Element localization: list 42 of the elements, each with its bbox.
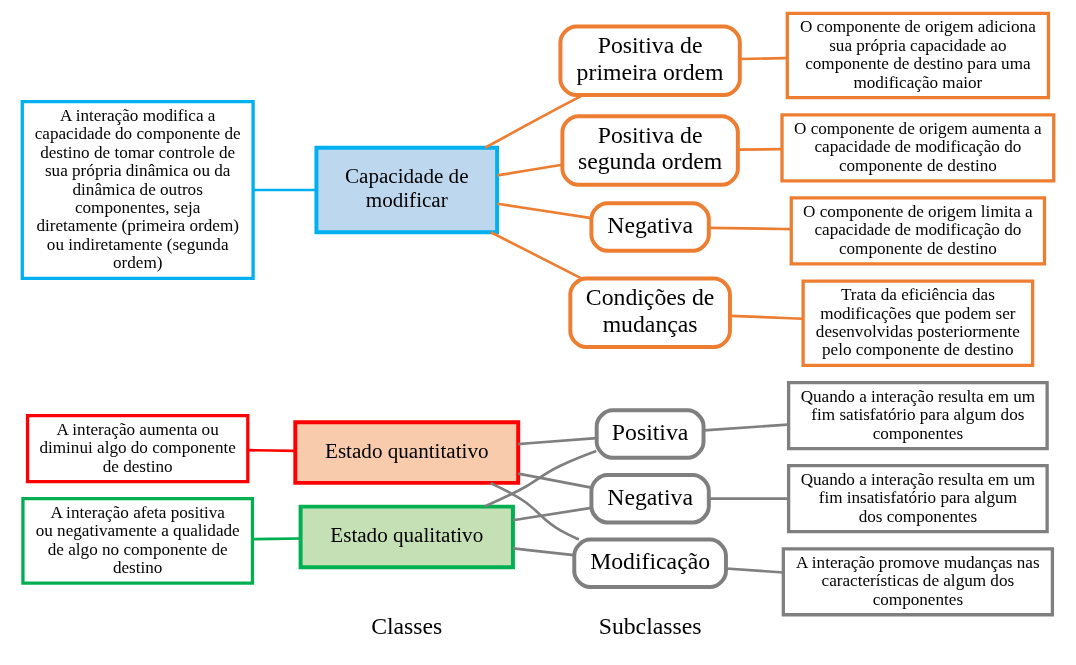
node-box: Modificação xyxy=(572,537,728,590)
node-box: Quando a interação resulta em um fim satisfatório para algum dos componentes xyxy=(786,380,1049,451)
connector xyxy=(497,163,563,177)
node-box: Positiva de primeira ordem xyxy=(558,24,742,98)
connector xyxy=(740,56,787,61)
node-box: Trata da eficiência das modificações que podem ser desenvolvidas posteriormente pelo componente de destino xyxy=(801,279,1035,368)
node-box: Negativa xyxy=(589,472,711,525)
connector xyxy=(517,472,592,489)
node-box: Estado quantitativo xyxy=(293,420,521,485)
node-box: Negativa xyxy=(589,201,711,253)
connector xyxy=(490,231,582,280)
node-box: Capacidade de modificar xyxy=(314,145,500,235)
connector xyxy=(708,226,792,231)
connector xyxy=(737,147,782,151)
connector xyxy=(497,202,592,220)
node-box: Condições de mudanças xyxy=(568,276,732,349)
connector xyxy=(252,537,301,541)
connector xyxy=(512,547,575,557)
node-box: O componente de origem limita a capacidade de modificação do componente de destino xyxy=(789,196,1047,266)
node-box: O componente de origem adiciona sua própria capacidade ao componente de destino para uma modificação maior xyxy=(785,11,1051,100)
connector xyxy=(708,497,789,500)
connector xyxy=(725,567,784,574)
node-box: Quando a interação resulta em um fim insatisfatório para algum dos componentes xyxy=(786,464,1049,534)
connector xyxy=(512,506,592,522)
label: Classes xyxy=(371,612,443,639)
node-box: Estado qualitativo xyxy=(298,504,515,570)
node-box: Positiva xyxy=(594,408,706,460)
label: Subclasses xyxy=(598,612,702,639)
node-box: O componente de origem aumenta a capacidade de modificação do componente de destino xyxy=(780,113,1056,183)
connector xyxy=(248,448,296,453)
connector xyxy=(730,314,803,321)
connector xyxy=(484,449,597,508)
node-box: A interação promove mudanças nas características de algum dos componentes xyxy=(781,547,1055,617)
node-box: A interação modifica a capacidade do componente de destino de tomar controle de sua própria dinâmica ou da dinâmica de outros componentes, seja diretamente (primeira ordem) ou indiretamente (segunda ordem) xyxy=(20,100,255,281)
node-box: Positiva de segunda ordem xyxy=(560,114,740,187)
node-box: A interação afeta positiva ou negativamente a qualidade de algo no componente de destino xyxy=(21,497,255,585)
connector xyxy=(253,188,317,192)
connector xyxy=(489,481,580,541)
connector xyxy=(703,423,789,432)
connector xyxy=(518,436,597,446)
node-box: A interação aumenta ou diminui algo do componente de destino xyxy=(25,413,250,484)
connector xyxy=(484,94,584,149)
